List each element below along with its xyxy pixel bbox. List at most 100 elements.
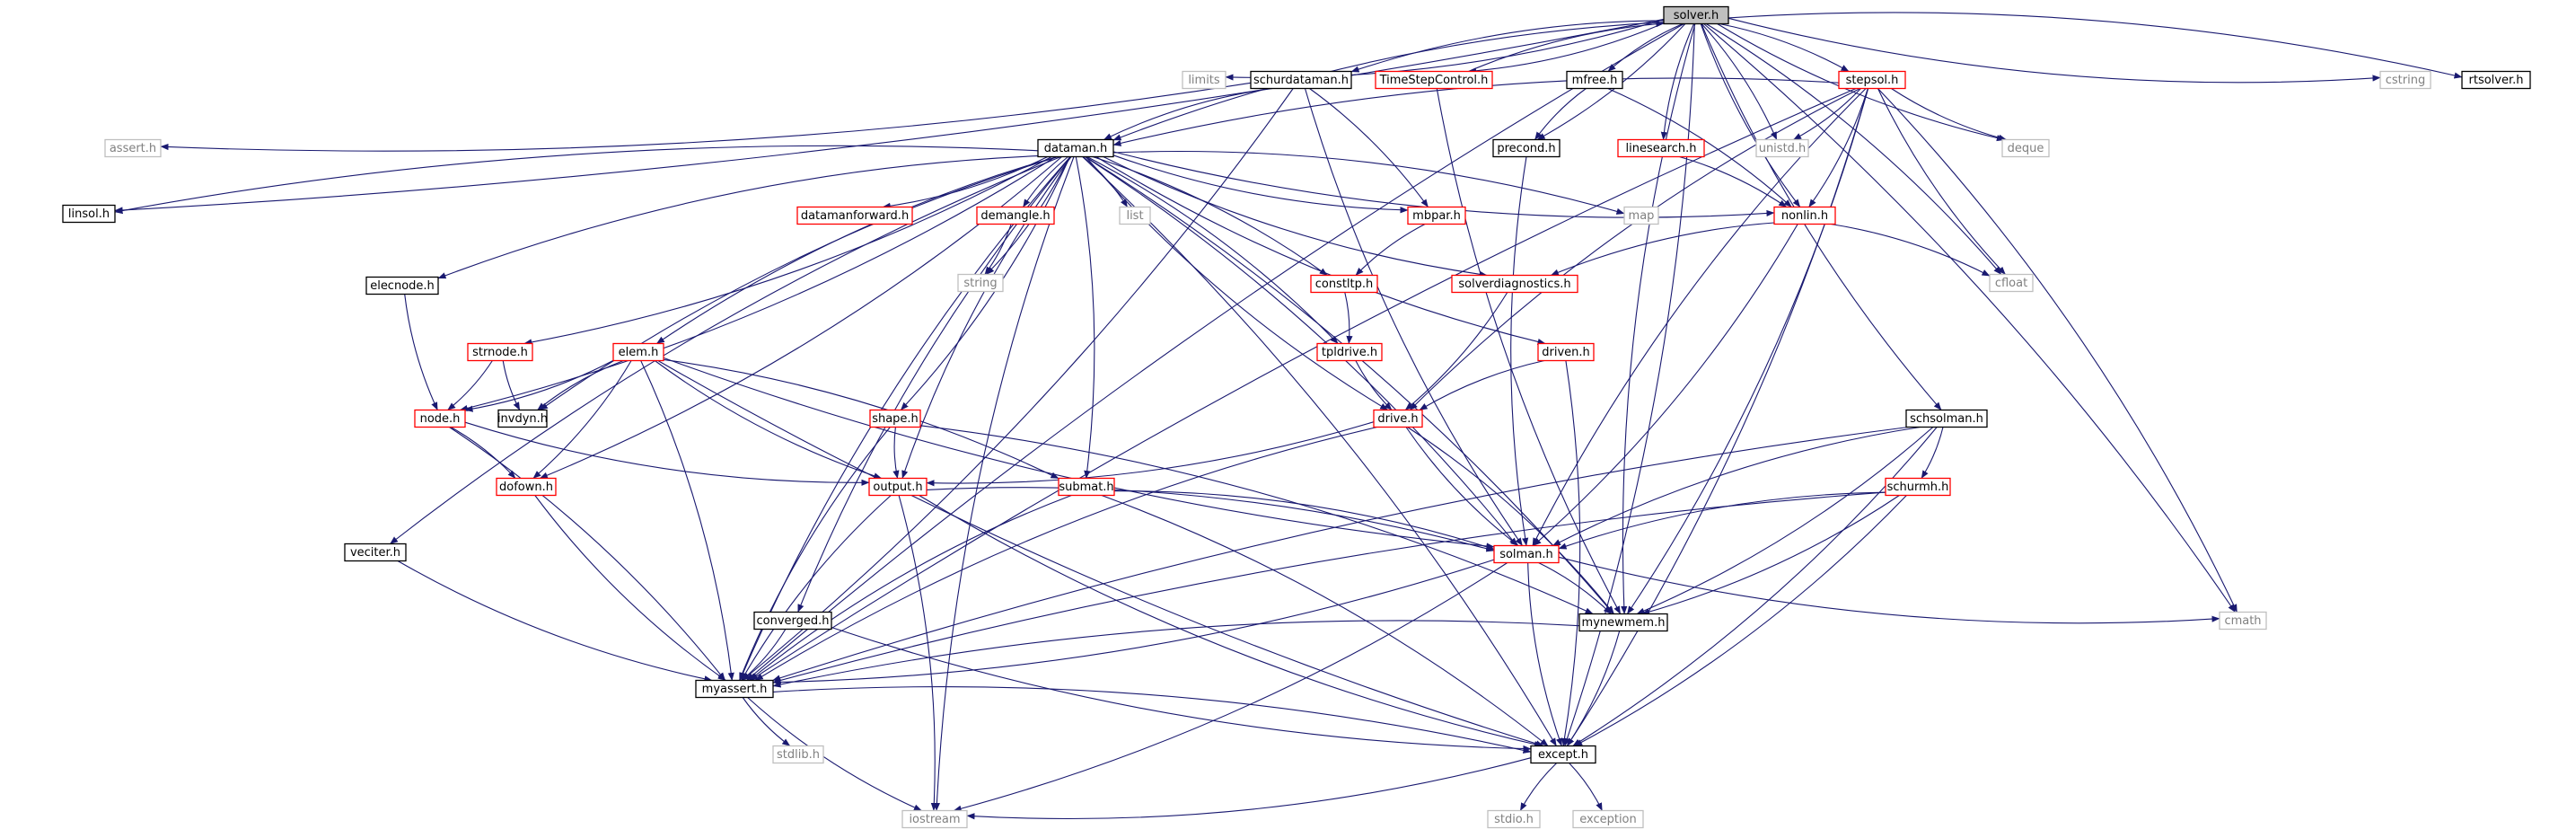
node-box-drive: [1373, 409, 1423, 428]
node-stepsol[interactable]: stepsol.h: [1838, 70, 1906, 90]
edge-solman-to-myassert: [772, 559, 1495, 686]
node-nonlin[interactable]: nonlin.h: [1773, 206, 1836, 225]
node-linsol[interactable]: linsol.h: [62, 204, 116, 224]
node-elecnode[interactable]: elecnode.h: [365, 276, 439, 296]
node-label-invdyn: invdyn.h: [497, 412, 548, 426]
node-solver[interactable]: solver.h: [1663, 5, 1729, 25]
edge-stepsol-to-myassert: [750, 87, 1857, 681]
node-label-strnode: strnode.h: [472, 346, 528, 359]
edge-schurdataman-to-solman: [1304, 88, 1523, 546]
node-shape[interactable]: shape.h: [869, 409, 921, 428]
node-cstring: cstring: [2379, 70, 2431, 90]
node-myassert[interactable]: myassert.h: [695, 679, 774, 699]
node-label-stdlib: stdlib.h: [777, 748, 820, 762]
edge-linesearch-to-nonlin: [1679, 155, 1788, 207]
node-solverdiag[interactable]: solverdiagnostics.h: [1451, 274, 1578, 294]
node-box-limits: [1182, 70, 1226, 90]
edge-nonlin-to-solman: [1533, 224, 1798, 546]
node-box-schurdataman: [1250, 70, 1352, 90]
node-label-driven: driven.h: [1542, 346, 1590, 359]
node-driven[interactable]: driven.h: [1537, 342, 1595, 362]
node-timestep[interactable]: TimeStepControl.h: [1375, 70, 1493, 90]
edge-solver-to-schsolman: [1701, 23, 1942, 410]
node-tpldrive[interactable]: tpldrive.h: [1316, 342, 1383, 362]
node-label-submat: submat.h: [1059, 481, 1113, 494]
node-label-elem: elem.h: [619, 346, 659, 359]
node-submat[interactable]: submat.h: [1058, 477, 1115, 497]
node-elem[interactable]: elem.h: [612, 342, 664, 362]
edge-dataman-to-veciter: [390, 155, 1061, 544]
node-label-precond: precond.h: [1497, 142, 1555, 155]
edge-schurdataman-to-dataman: [1103, 87, 1273, 140]
edge-driven-to-drive: [1419, 359, 1545, 410]
edge-shape-to-myassert: [739, 427, 891, 681]
edge-solver-to-unistd: [1701, 23, 1778, 140]
node-drive[interactable]: drive.h: [1373, 409, 1423, 428]
node-schurdataman[interactable]: schurdataman.h: [1250, 70, 1352, 90]
edge-elem-to-dofown: [532, 360, 632, 479]
edge-dataman-to-map: [1112, 150, 1625, 215]
node-label-dataman: dataman.h: [1044, 142, 1108, 155]
node-invdyn[interactable]: invdyn.h: [497, 409, 548, 428]
node-box-solman: [1493, 544, 1560, 564]
node-box-mbpar: [1407, 206, 1466, 225]
node-label-map: map: [1629, 209, 1655, 223]
node-limits: limits: [1182, 70, 1226, 90]
node-label-drive: drive.h: [1377, 412, 1418, 426]
node-box-mynewmem: [1578, 613, 1668, 632]
edge-submat-to-solman: [1113, 490, 1495, 551]
node-box-schsolman: [1905, 409, 1988, 428]
node-dofown[interactable]: dofown.h: [496, 477, 557, 497]
node-schurmh[interactable]: schurmh.h: [1885, 477, 1951, 497]
node-datamanforward[interactable]: datamanforward.h: [796, 206, 913, 225]
node-constltp[interactable]: constltp.h: [1310, 274, 1378, 294]
node-label-nonlin: nonlin.h: [1781, 209, 1828, 223]
node-demangle[interactable]: demangle.h: [976, 206, 1055, 225]
node-schsolman[interactable]: schsolman.h: [1905, 409, 1988, 428]
node-node[interactable]: node.h: [414, 409, 466, 428]
node-solman[interactable]: solman.h: [1493, 544, 1560, 564]
node-converged[interactable]: converged.h: [753, 611, 832, 631]
node-box-elecnode: [365, 276, 439, 296]
node-box-shape: [869, 409, 921, 428]
edge-stepsol-to-unistd: [1793, 88, 1861, 140]
edge-elem-to-node: [464, 359, 614, 412]
edge-schurmh-to-mynewmem: [1641, 495, 1900, 615]
edge-solver-to-except: [1564, 23, 1695, 746]
edge-schurdataman-to-myassert: [742, 88, 1294, 681]
edge-drive-to-solman: [1405, 427, 1519, 546]
edge-mynewmem-to-myassert: [772, 620, 1580, 688]
node-veciter[interactable]: veciter.h: [344, 542, 407, 562]
node-mynewmem[interactable]: mynewmem.h: [1578, 613, 1668, 632]
node-except[interactable]: except.h: [1530, 745, 1596, 764]
node-cmath: cmath: [2219, 611, 2267, 631]
edge-elem-to-output: [654, 360, 883, 480]
node-label-limits: limits: [1188, 74, 1220, 87]
node-strnode[interactable]: strnode.h: [467, 342, 533, 362]
node-linesearch[interactable]: linesearch.h: [1617, 138, 1705, 158]
node-box-cmath: [2219, 611, 2267, 631]
node-box-output: [868, 477, 928, 497]
node-dataman[interactable]: dataman.h: [1037, 138, 1114, 158]
node-box-stdlib: [772, 745, 824, 764]
node-precond[interactable]: precond.h: [1492, 138, 1561, 158]
node-label-schurdataman: schurdataman.h: [1253, 74, 1349, 87]
node-output[interactable]: output.h: [868, 477, 928, 497]
node-label-assert: assert.h: [110, 142, 156, 155]
node-box-dataman: [1037, 138, 1114, 158]
edge-output-to-iostream: [898, 495, 937, 811]
node-unistd: unistd.h: [1755, 138, 1809, 158]
edge-dataman-to-tpldrive: [1086, 156, 1339, 344]
node-mbpar[interactable]: mbpar.h: [1407, 206, 1466, 225]
edge-elem-to-myassert: [640, 360, 734, 681]
node-label-linesearch: linesearch.h: [1625, 142, 1696, 155]
edge-node-to-dofown: [450, 427, 516, 479]
node-rtsolver[interactable]: rtsolver.h: [2461, 70, 2531, 90]
node-mfree[interactable]: mfree.h: [1566, 70, 1623, 90]
edge-elecnode-to-node: [404, 294, 438, 410]
node-label-stdio: stdio.h: [1494, 813, 1534, 826]
edge-schsolman-to-schurmh: [1921, 427, 1944, 479]
node-box-submat: [1058, 477, 1115, 497]
node-box-datamanforward: [796, 206, 913, 225]
edge-output-to-solman: [926, 487, 1495, 552]
